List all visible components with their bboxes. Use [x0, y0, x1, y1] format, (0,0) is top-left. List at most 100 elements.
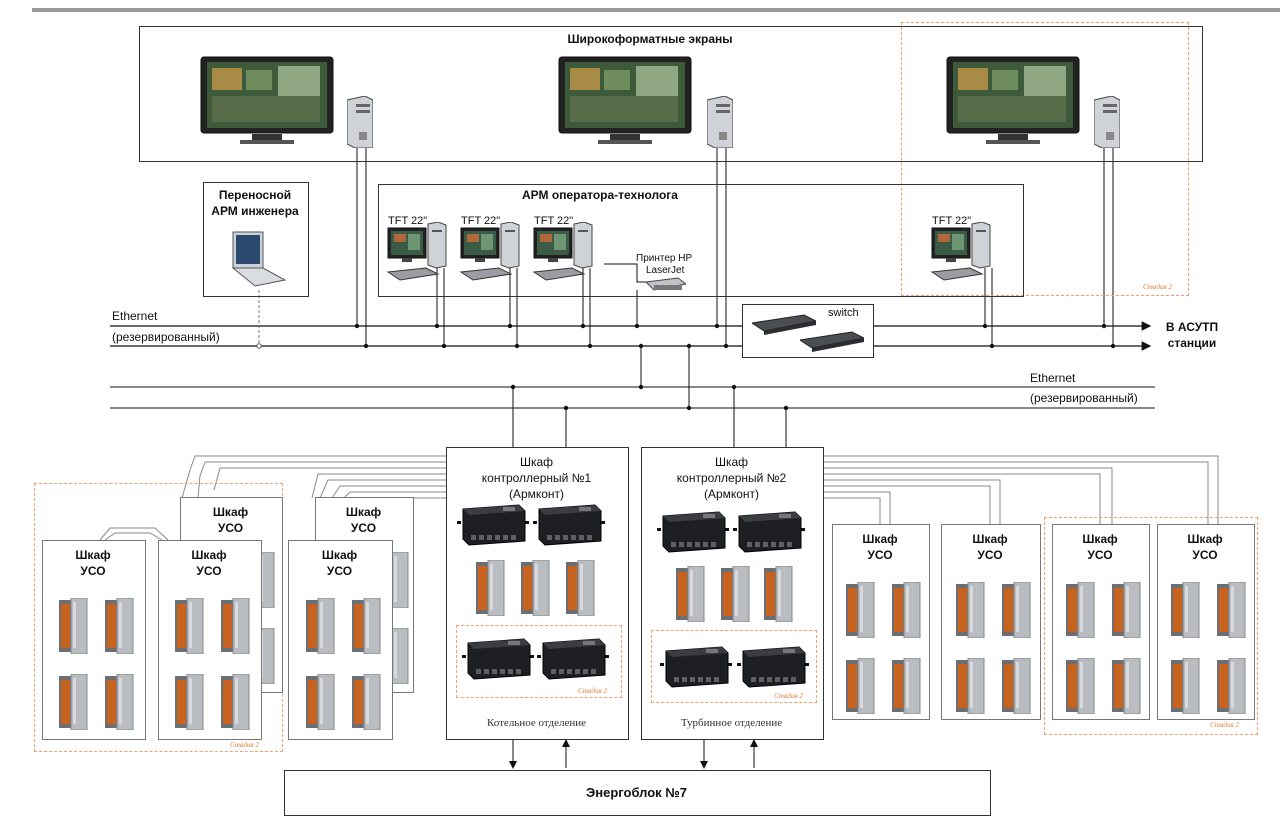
io-c1-3	[566, 559, 598, 617]
uso-left-1-title-2: УСО	[80, 564, 106, 578]
uso-left-1-title-1: Шкаф	[75, 548, 111, 562]
uso-left-2-title-2: УСО	[196, 564, 222, 578]
io-c1-2	[521, 559, 553, 617]
uso-right-3-io-2	[1112, 581, 1144, 639]
junction-dot	[587, 343, 593, 349]
uso-right-2-io-3	[956, 657, 988, 715]
uso-left-back-2-title-2: УСО	[350, 521, 377, 535]
cabinet2-title-2: контроллерный №2	[676, 471, 787, 485]
server-tower-1	[346, 95, 374, 149]
uso-left-2-io-4	[221, 673, 253, 731]
stage2-tag-left-uso: Стадия 2	[230, 741, 259, 749]
laptop-icon	[225, 228, 287, 288]
widescreen-title: Широкоформатные экраны	[567, 32, 733, 46]
cabinet2-title-1: Шкаф	[714, 455, 749, 469]
uso-left-2-io-3	[175, 673, 207, 731]
switch-icon-2	[798, 330, 866, 352]
io-c2-1	[676, 565, 708, 623]
stage2-zone-cab2	[651, 630, 817, 703]
uso-left-2-title-1: Шкаф	[191, 548, 227, 562]
tft-label-1: TFT 22"	[388, 215, 428, 227]
stage2-zone-top	[901, 22, 1189, 296]
uso-right-4-title-2: УСО	[1192, 548, 1218, 562]
uso-left-3-title-2: УСО	[326, 564, 353, 578]
uso-left-1-io-4	[105, 673, 137, 731]
uso-left-1-io-3	[59, 673, 91, 731]
server-tower-3	[1093, 95, 1121, 149]
ethernet-top-sub: (резервированный)	[112, 330, 220, 344]
uso-right-4-title-1: Шкаф	[1187, 532, 1223, 546]
armkont-c2-3	[660, 645, 732, 689]
asutp-label-line1: В АСУТП	[1165, 320, 1219, 334]
energy-block-label: Энергоблок №7	[585, 785, 688, 800]
uso-left-2-io-2	[221, 597, 253, 655]
armkont-c1-2	[533, 503, 605, 547]
laptop-engineer-box	[203, 182, 309, 297]
switch-label: switch	[828, 307, 859, 319]
workstation-4	[930, 221, 992, 288]
armkont-c2-2	[733, 510, 805, 554]
uso-left-back-1-title-2: УСО	[217, 521, 244, 535]
widescreen-group	[139, 26, 1203, 162]
junction-dot	[363, 343, 369, 349]
junction-dot	[434, 323, 440, 329]
armkont-c1-4	[537, 637, 609, 681]
io-c2-2	[721, 565, 753, 623]
junction-dot	[510, 384, 516, 390]
armkont-c2-1	[657, 510, 729, 554]
junction-dot	[514, 343, 520, 349]
uso-right-4-io-2	[1217, 581, 1249, 639]
uso-left-3-io-3	[305, 673, 338, 731]
laptop-label-line1: Переносной	[218, 188, 292, 202]
stage2-tag-cab1: Стадия 2	[578, 687, 607, 695]
uso-left-3-io-2	[351, 597, 384, 655]
uso-right-2-io-2	[1002, 581, 1034, 639]
uso-right-4-io-4	[1217, 657, 1249, 715]
junction-dot	[638, 343, 644, 349]
armkont-c1-3	[462, 637, 534, 681]
junction-dot	[714, 323, 720, 329]
uso-left-1-io-1	[59, 597, 91, 655]
junction-dot	[731, 384, 737, 390]
top-divider	[32, 8, 1280, 12]
junction-dot	[354, 323, 360, 329]
armkont-c2-4	[737, 645, 809, 689]
io-c1-1	[476, 559, 508, 617]
uso-right-3-title-1: Шкаф	[1082, 532, 1118, 546]
uso-right-1-io-3	[846, 657, 878, 715]
junction-dot	[982, 323, 988, 329]
laptop-label-line2: АРМ инженера	[211, 204, 299, 218]
uso-left-3-title-1: Шкаф	[321, 548, 358, 562]
workstation-3	[532, 221, 594, 288]
cabinet2-footer: Турбинное отделение	[680, 717, 783, 729]
widescreen-monitor-1	[200, 56, 334, 146]
operator-title: АРМ оператора-технолога	[522, 188, 678, 202]
junction-dot	[441, 343, 447, 349]
uso-right-1-io-1	[846, 581, 878, 639]
uso-right-4-io-3	[1171, 657, 1203, 715]
junction-dot	[507, 323, 513, 329]
cabinet1-title-3: (Армконт)	[508, 487, 565, 501]
printer-label-line2: LaserJet	[646, 265, 685, 276]
uso-left-back-1-title-1: Шкаф	[212, 505, 249, 519]
junction-dot	[989, 343, 995, 349]
uso-right-2-io-1	[956, 581, 988, 639]
uso-right-4-io-1	[1171, 581, 1203, 639]
uso-right-3-title-2: УСО	[1087, 548, 1113, 562]
junction-dot	[1101, 323, 1107, 329]
uso-right-1-io-4	[892, 657, 924, 715]
uso-right-2-title-1: Шкаф	[972, 532, 1008, 546]
operator-station-box	[378, 184, 1024, 297]
uso-right-3-io-1	[1066, 581, 1098, 639]
uso-right-2-title-2: УСО	[977, 548, 1003, 562]
cabinet1-footer: Котельное отделение	[486, 717, 587, 729]
tft-label-3: TFT 22"	[534, 215, 574, 227]
uso-right-3-io-4	[1112, 657, 1144, 715]
stage2-tag-right-uso: Стадия 2	[1210, 721, 1239, 729]
uso-left-2-io-1	[175, 597, 207, 655]
junction-dot	[686, 343, 692, 349]
cabinet1-title-2: контроллерный №1	[481, 471, 592, 485]
uso-left-1-io-2	[105, 597, 137, 655]
io-c2-3	[764, 565, 796, 623]
